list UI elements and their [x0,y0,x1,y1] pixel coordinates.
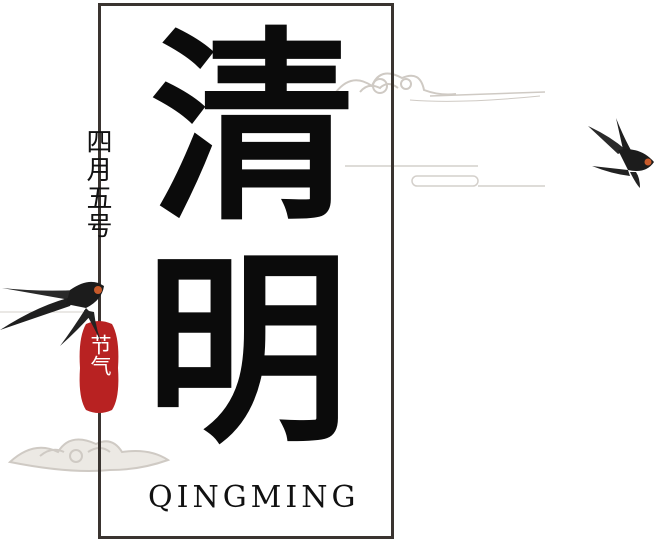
date-label: 四月五号 [82,128,112,240]
title-char-ming: 明 [144,233,350,471]
pinyin-label: QINGMING [148,480,360,515]
seal-label: 节气 [88,334,112,376]
swallow-icon [588,118,654,188]
title-char-qing: 清 [150,11,356,249]
poster-frame [98,3,394,539]
